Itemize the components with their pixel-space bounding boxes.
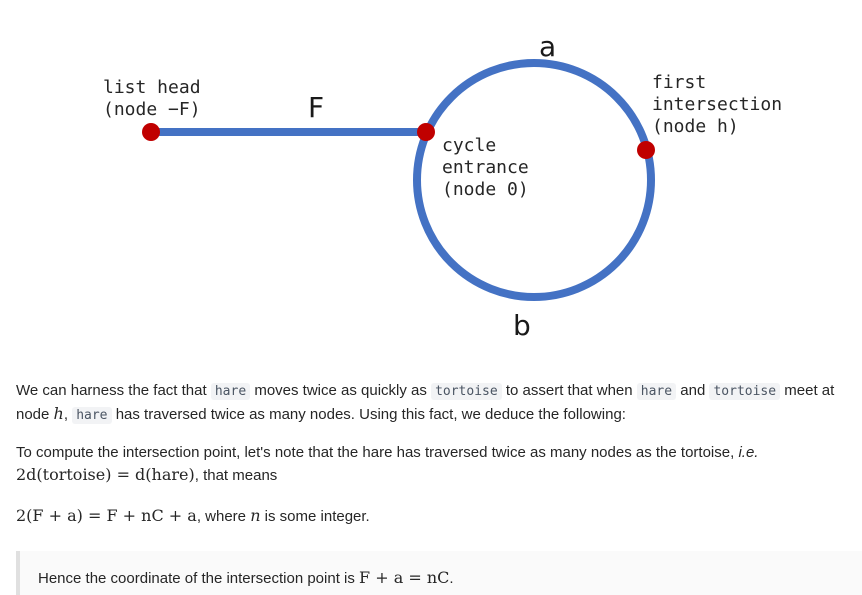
first-intersection-label-1: first (652, 72, 706, 93)
floyd-cycle-diagram: list head (node −F) F a b cycle entrance… (103, 30, 782, 342)
text: is some integer. (264, 508, 370, 525)
math-conclusion: F + a = nC (359, 568, 450, 587)
text: , that means (194, 467, 278, 484)
paragraph-hare-tortoise: We can harness the fact that hare moves … (16, 380, 862, 427)
cycle-entrance-label-1: cycle (442, 135, 496, 156)
math-h: h (53, 404, 64, 423)
first-intersection-label-2: intersection (652, 94, 782, 115)
text: moves twice as quickly as (254, 382, 427, 399)
text: and (680, 382, 706, 399)
code-tortoise: tortoise (709, 383, 781, 400)
text: has traversed twice as many nodes. Using… (115, 406, 626, 423)
text: node (16, 406, 50, 423)
list-head-label-2: (node −F) (103, 99, 201, 120)
paragraph-equation: 2(F + a) = F + nC + a, where n is some i… (16, 505, 862, 528)
text: Hence the coordinate of the intersection… (38, 570, 355, 587)
cycle-circle (413, 59, 655, 301)
code-tortoise: tortoise (431, 383, 502, 400)
math-main-equation: 2(F + a) = F + nC + a (16, 506, 197, 525)
code-hare: hare (72, 407, 112, 424)
math-n: n (250, 506, 261, 525)
list-head-node (142, 123, 160, 141)
text: To compute the intersection point, let's… (16, 444, 735, 461)
cycle-entrance-label-2: entrance (442, 157, 529, 178)
text: . (449, 570, 454, 587)
code-hare: hare (636, 383, 677, 400)
text: to assert that when (505, 382, 633, 399)
cycle-entrance-label-3: (node 0) (442, 179, 529, 200)
conclusion-callout: Hence the coordinate of the intersection… (16, 551, 862, 595)
first-intersection-label-3: (node h) (652, 116, 739, 137)
label-b: b (513, 309, 531, 342)
cycle-entrance-node (417, 123, 435, 141)
text: , (63, 406, 69, 423)
list-head-label-1: list head (103, 77, 201, 98)
text: We can harness the fact that (16, 382, 207, 399)
paragraph-intersection: To compute the intersection point, let's… (16, 442, 862, 487)
code-hare: hare (210, 383, 251, 400)
ie-abbrev: i.e. (738, 444, 759, 461)
math-2d-equation: 2d(tortoise) = d(hare) (16, 465, 195, 484)
label-F: F (308, 91, 324, 124)
first-intersection-node (637, 141, 655, 159)
text: meet at (784, 382, 835, 399)
label-a: a (539, 30, 556, 63)
text: , where (196, 508, 247, 525)
